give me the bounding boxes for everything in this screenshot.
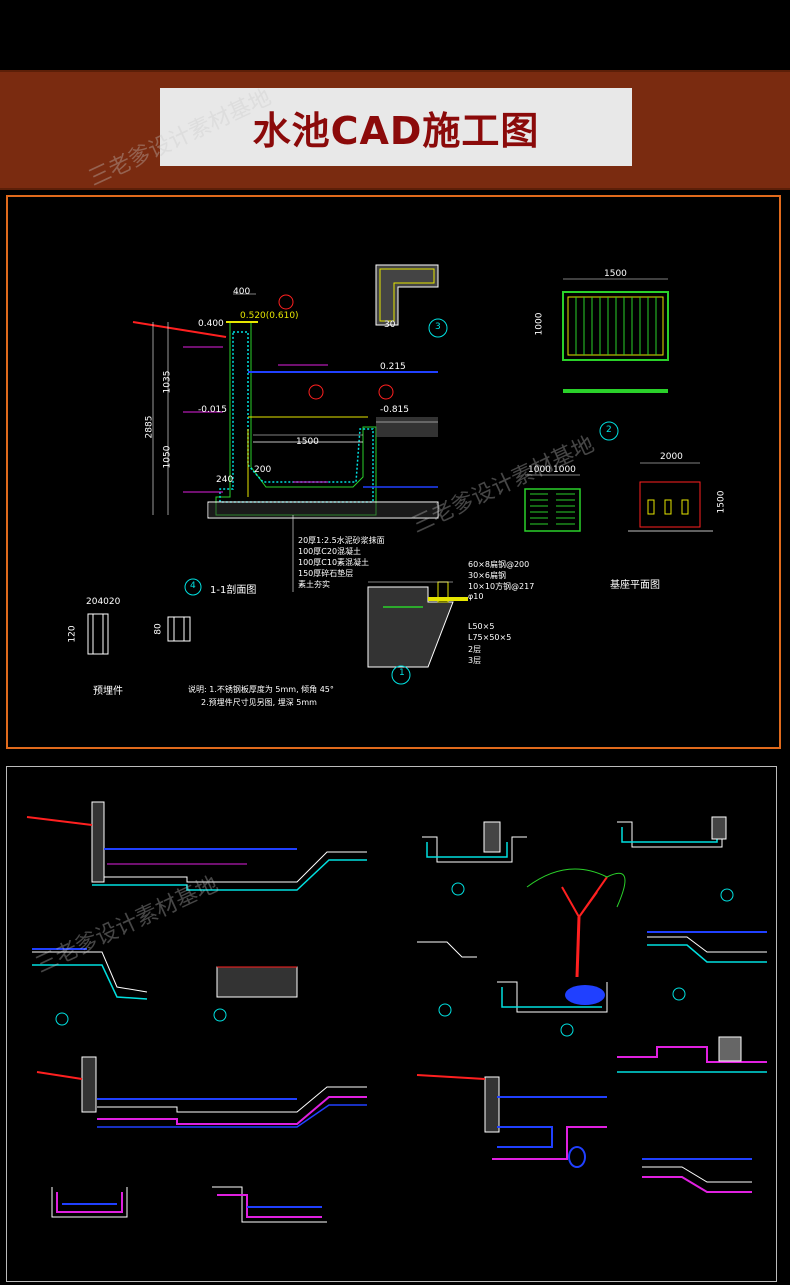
- mark-1: 1: [399, 668, 405, 678]
- dim-200: 200: [254, 465, 272, 475]
- anchor-detail: [367, 581, 468, 685]
- plan-title: 基座平面图: [610, 580, 660, 591]
- cad-drawing-1: [87, 264, 713, 685]
- dim-400: 400: [233, 287, 251, 297]
- cad-drawing-2: [26, 801, 767, 1223]
- dim-80: 80: [153, 623, 164, 635]
- overview-section-7: [617, 1036, 767, 1073]
- dim-1035: 1035: [162, 370, 173, 394]
- overview-section-9: [642, 1158, 752, 1193]
- title-box: 水池CAD施工图: [160, 88, 632, 166]
- note-1: 说明: 1.不锈钢板厚度为 5mm, 倾角 45°: [188, 685, 334, 694]
- elev-0520: 0.520(0.610): [240, 311, 299, 321]
- cap-detail: [375, 264, 448, 338]
- legend-4: φ10: [468, 592, 484, 601]
- tree-planter: [417, 868, 626, 1013]
- elev-0815: -0.815: [380, 405, 410, 415]
- pool-section: [132, 293, 439, 596]
- mark-3: 3: [435, 322, 441, 332]
- overview-section-1: [26, 801, 367, 891]
- legend-5: L50×5: [468, 622, 495, 631]
- legend-8: 3层: [468, 656, 482, 665]
- overview-section-3: [36, 1056, 367, 1128]
- dim-120: 120: [67, 625, 78, 643]
- dim-204020: 204020: [86, 597, 121, 607]
- layer-5: 素土夯实: [298, 580, 330, 589]
- grate-plan: [562, 278, 669, 441]
- small-grate: [524, 474, 581, 532]
- dim-30: 30: [384, 320, 396, 330]
- dim-1000-plan: 1000: [534, 312, 545, 336]
- legend-3: 10×10方钢@217: [468, 582, 535, 591]
- mark-4: 4: [190, 581, 196, 591]
- dim-1000b: 1000: [553, 465, 576, 475]
- detail-title: 预埋件: [93, 686, 123, 697]
- dim-240: 240: [216, 475, 234, 485]
- dim-1500-plan: 1500: [604, 269, 627, 279]
- dim-1050: 1050: [162, 445, 173, 469]
- cad-drawing-panel-2: 三老爹设计素材基地: [6, 766, 777, 1282]
- dim-2885: 2885: [144, 415, 155, 439]
- layer-3: 100厚C10素混凝土: [298, 558, 370, 567]
- overview-section-6: [647, 931, 767, 963]
- section-title: 1-1剖面图: [210, 585, 257, 596]
- dim-2000: 2000: [660, 452, 683, 462]
- legend-7: 2层: [468, 645, 482, 654]
- mark-2: 2: [606, 425, 612, 435]
- note-2: 2.预埋件尺寸见另图, 埋深 5mm: [201, 698, 317, 707]
- legend-2: 30×6扁钢: [468, 571, 506, 580]
- overview-section-2: [32, 948, 298, 1000]
- page-title: 水池CAD施工图: [252, 108, 540, 153]
- overview-section-5: [422, 816, 727, 863]
- embedded-parts: [87, 613, 191, 655]
- base-plan: [628, 462, 713, 532]
- overview-section-8: [416, 1074, 607, 1168]
- elev-0400: 0.400: [198, 319, 224, 329]
- elev-0015: -0.015: [198, 405, 228, 415]
- legend-1: 60×8扁钢@200: [468, 560, 530, 569]
- legend-6: L75×50×5: [468, 633, 512, 642]
- layer-4: 150厚碎石垫层: [298, 569, 354, 578]
- layer-1: 20厚1:2.5水泥砂浆抹面: [298, 536, 385, 545]
- dim-1500: 1500: [296, 437, 319, 447]
- dim-1500-vert: 1500: [716, 490, 727, 514]
- overview-section-4: [51, 1186, 327, 1223]
- cad-drawing-panel-1: 400 0.520(0.610) 0.400 0.215 -0.015 -0.8…: [6, 195, 781, 749]
- elev-0215: 0.215: [380, 362, 406, 372]
- dim-1000a: 1000: [528, 465, 551, 475]
- layer-2: 100厚C20混凝土: [298, 547, 362, 556]
